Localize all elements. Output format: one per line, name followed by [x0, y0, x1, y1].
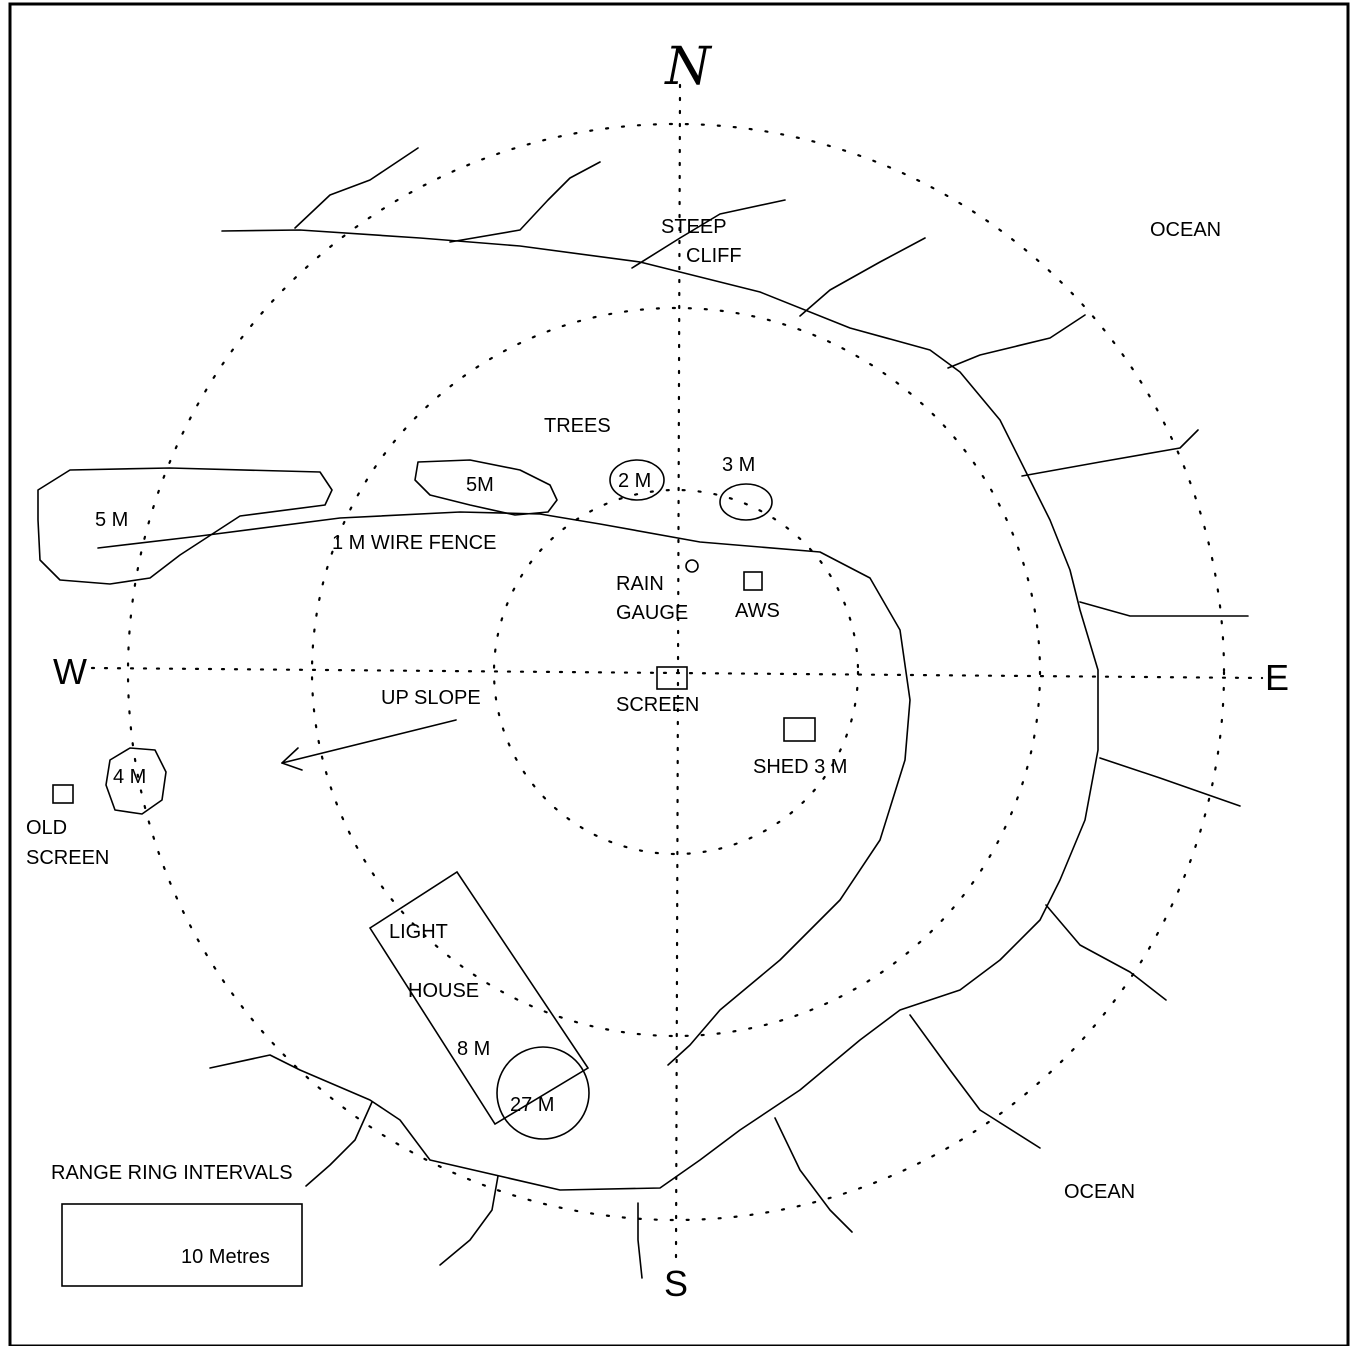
up-slope-arrow	[281, 719, 457, 764]
rain-gauge-marker	[685, 559, 699, 573]
aws-marker	[743, 571, 763, 591]
lighthouse-tower	[496, 1046, 590, 1140]
gully-6	[1021, 429, 1199, 477]
label-range-ring-value: 10 Metres	[181, 1246, 270, 1268]
gully-1	[294, 147, 419, 229]
label-light: LIGHT	[389, 921, 448, 943]
gully-9	[1045, 904, 1167, 1001]
tree-2m	[609, 459, 665, 501]
slope-ridge	[97, 511, 911, 1066]
label-trees: TREES	[544, 415, 611, 437]
label-ocean-se: OCEAN	[1064, 1181, 1135, 1203]
compass-south: S	[664, 1263, 688, 1304]
gully-5	[947, 314, 1086, 369]
label-up-slope: UP SLOPE	[381, 687, 481, 709]
gully-3	[631, 199, 786, 269]
gully-4	[799, 237, 926, 317]
gully-14	[305, 1101, 373, 1187]
label-range-ring-intervals: RANGE RING INTERVALS	[51, 1162, 293, 1184]
gully-10	[909, 1014, 1041, 1149]
label-lighthouse-8m: 8 M	[457, 1038, 490, 1060]
tree-5m-center	[414, 459, 558, 516]
diagram-border	[8, 2, 1350, 1346]
label-steep: STEEP	[661, 216, 727, 238]
west-east-axis	[90, 666, 1264, 680]
label-house: HOUSE	[408, 980, 479, 1002]
tree-3m	[719, 483, 773, 521]
label-old: OLD	[26, 817, 67, 839]
lighthouse-outline	[368, 870, 590, 1126]
label-ocean-ne: OCEAN	[1150, 219, 1221, 241]
label-cliff: CLIFF	[686, 245, 742, 267]
gully-12	[637, 1202, 643, 1279]
label-screen: SCREEN	[616, 694, 699, 716]
label-old-screen: SCREEN	[26, 847, 109, 869]
gully-11	[774, 1117, 853, 1233]
screen-marker	[656, 666, 688, 690]
tree-4m	[105, 747, 167, 815]
label-tree-2m: 2 M	[618, 470, 651, 492]
north-south-axis	[674, 83, 682, 1260]
compass-west: W	[53, 651, 87, 692]
gully-2	[449, 161, 601, 243]
compass-east: E	[1265, 657, 1289, 698]
range-ring-10m	[492, 488, 860, 856]
gully-7	[1079, 601, 1249, 617]
gully-13	[439, 1175, 499, 1266]
range-ring-30m	[126, 122, 1226, 1222]
old-screen-marker	[52, 784, 74, 804]
label-tree-4m: 4 M	[113, 766, 146, 788]
compass-north: N	[663, 37, 712, 97]
label-aws: AWS	[735, 600, 780, 622]
label-tree-5m-center: 5M	[466, 474, 494, 496]
tree-5m-west	[37, 467, 333, 585]
shed-marker	[783, 717, 816, 742]
up-slope-arrowhead	[281, 747, 303, 771]
gully-8	[1099, 757, 1241, 807]
range-ring-20m	[310, 306, 1042, 1038]
label-wire-fence: 1 M WIRE FENCE	[332, 532, 496, 554]
label-lighthouse-27m: 27 M	[510, 1094, 554, 1116]
label-tree-3m: 3 M	[722, 454, 755, 476]
label-rain: RAIN	[616, 573, 664, 595]
label-gauge: GAUGE	[616, 602, 688, 624]
cliff-edge	[209, 229, 1099, 1191]
label-tree-5m-west: 5 M	[95, 509, 128, 531]
range-ring-legend-box	[61, 1203, 303, 1287]
label-shed: SHED 3 M	[753, 756, 847, 778]
